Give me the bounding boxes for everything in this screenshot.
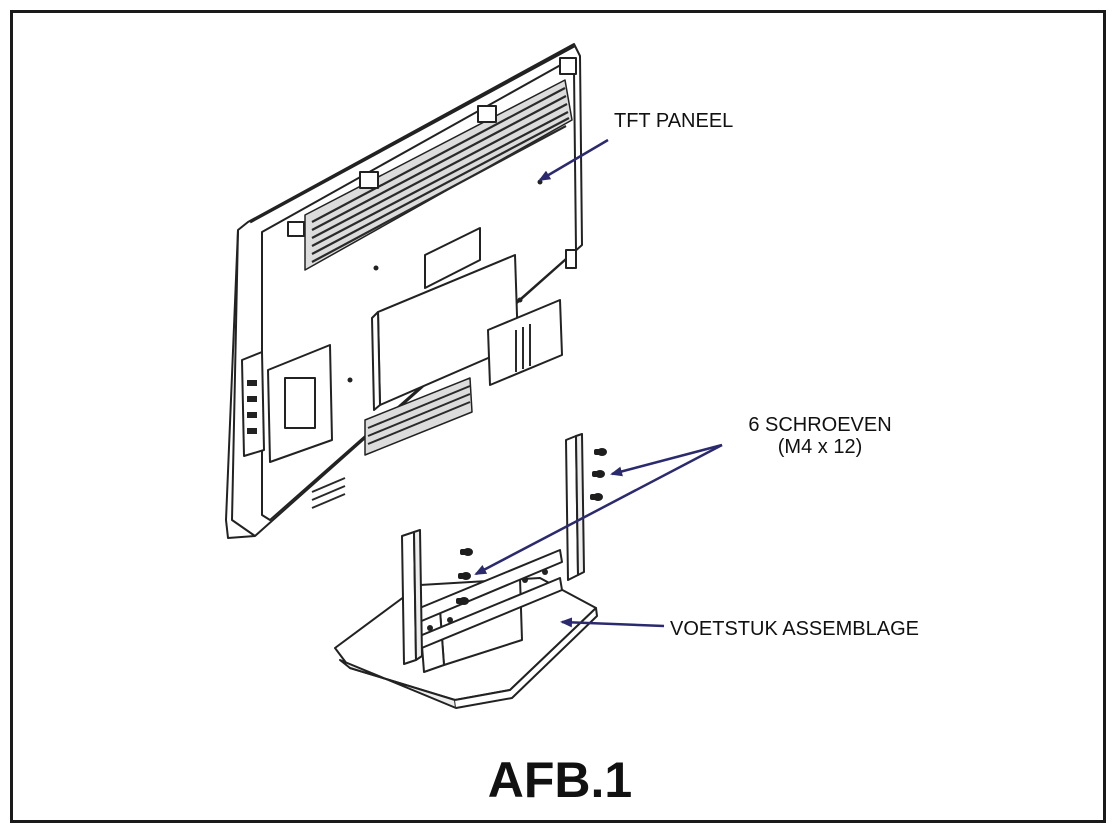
panel-left-side <box>231 229 256 537</box>
panel-hook-2 <box>477 105 497 123</box>
rear-left-port <box>284 377 316 429</box>
panel-side-bracket <box>565 249 577 269</box>
panel-hook-3 <box>559 57 577 75</box>
left-upright-post-side <box>413 529 423 661</box>
wall-mount-plate-edge <box>371 311 381 411</box>
screws <box>456 448 607 605</box>
callout-arrows <box>474 138 723 628</box>
screws-callout-arrow-1 <box>610 443 723 477</box>
screw-2 <box>592 470 605 478</box>
tft-panel <box>225 43 583 539</box>
screw-6 <box>456 597 469 605</box>
panel-top-rim <box>249 44 575 224</box>
side-connector-panel <box>241 351 265 457</box>
label-recess <box>424 227 481 289</box>
stand-callout-arrow <box>560 617 665 628</box>
panel-hook-1 <box>359 171 379 189</box>
stand-assembly-label: VOETSTUK ASSEMBLAGE <box>670 618 919 640</box>
panel-callout-arrow <box>538 138 609 182</box>
screw-3 <box>590 493 603 501</box>
screws-callout-arrow-2 <box>474 443 723 576</box>
top-vent-slots <box>311 87 570 263</box>
lower-vent-slots <box>367 385 471 445</box>
stand-base-edge-right <box>454 607 598 709</box>
right-upright-post-side <box>575 433 585 576</box>
screw-1 <box>594 448 607 456</box>
rear-right-box <box>487 299 563 386</box>
stand-assembly <box>334 433 598 709</box>
screw-5 <box>458 572 471 580</box>
screws-label: 6 SCHROEVEN (M4 x 12) <box>730 414 910 458</box>
screw-4 <box>460 548 473 556</box>
panel-hook-4 <box>287 221 305 237</box>
screws-label-line2: (M4 x 12) <box>777 436 863 458</box>
tft-panel-label: TFT PANEEL <box>614 110 734 132</box>
screws-label-line1: 6 SCHROEVEN <box>748 414 892 436</box>
figure-title: AFB.1 <box>487 752 633 808</box>
